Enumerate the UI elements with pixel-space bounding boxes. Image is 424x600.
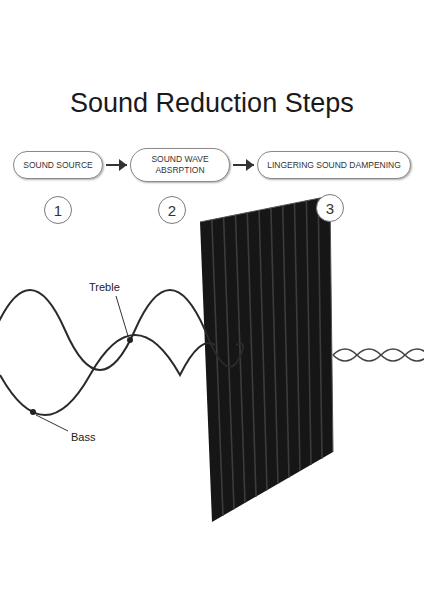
treble-wave xyxy=(0,290,243,370)
dampened-wave xyxy=(333,349,424,361)
marker-dot xyxy=(30,409,36,415)
step-number-circle: 1 xyxy=(44,196,72,224)
bass-wave xyxy=(0,335,215,415)
step-arrow xyxy=(106,159,127,171)
callout-number: 1 xyxy=(54,202,62,219)
step-arrow xyxy=(233,159,254,171)
step-number-circle: 3 xyxy=(316,194,344,222)
step-box: LINGERING SOUND DAMPENING xyxy=(257,151,411,179)
callout-number: 3 xyxy=(326,200,334,217)
step-box: SOUND SOURCE xyxy=(13,151,103,179)
step-box: SOUND WAVE ABSRPTION xyxy=(130,148,230,182)
marker-dot xyxy=(127,337,133,343)
dampened-wave xyxy=(333,349,424,361)
wave-label: Treble xyxy=(88,281,121,293)
step-label: LINGERING SOUND DAMPENING xyxy=(267,160,401,171)
step-label: SOUND SOURCE xyxy=(23,160,92,171)
diagram-title: Sound Reduction Steps xyxy=(70,88,354,119)
step-label: SOUND WAVE ABSRPTION xyxy=(139,154,221,175)
callout-number: 2 xyxy=(168,202,176,219)
arrow-head xyxy=(246,159,254,171)
step-number-circle: 2 xyxy=(158,196,186,224)
leader-line xyxy=(116,296,128,336)
arrow-head xyxy=(119,159,127,171)
leader-line xyxy=(36,415,68,431)
wave-label: Bass xyxy=(70,431,96,443)
